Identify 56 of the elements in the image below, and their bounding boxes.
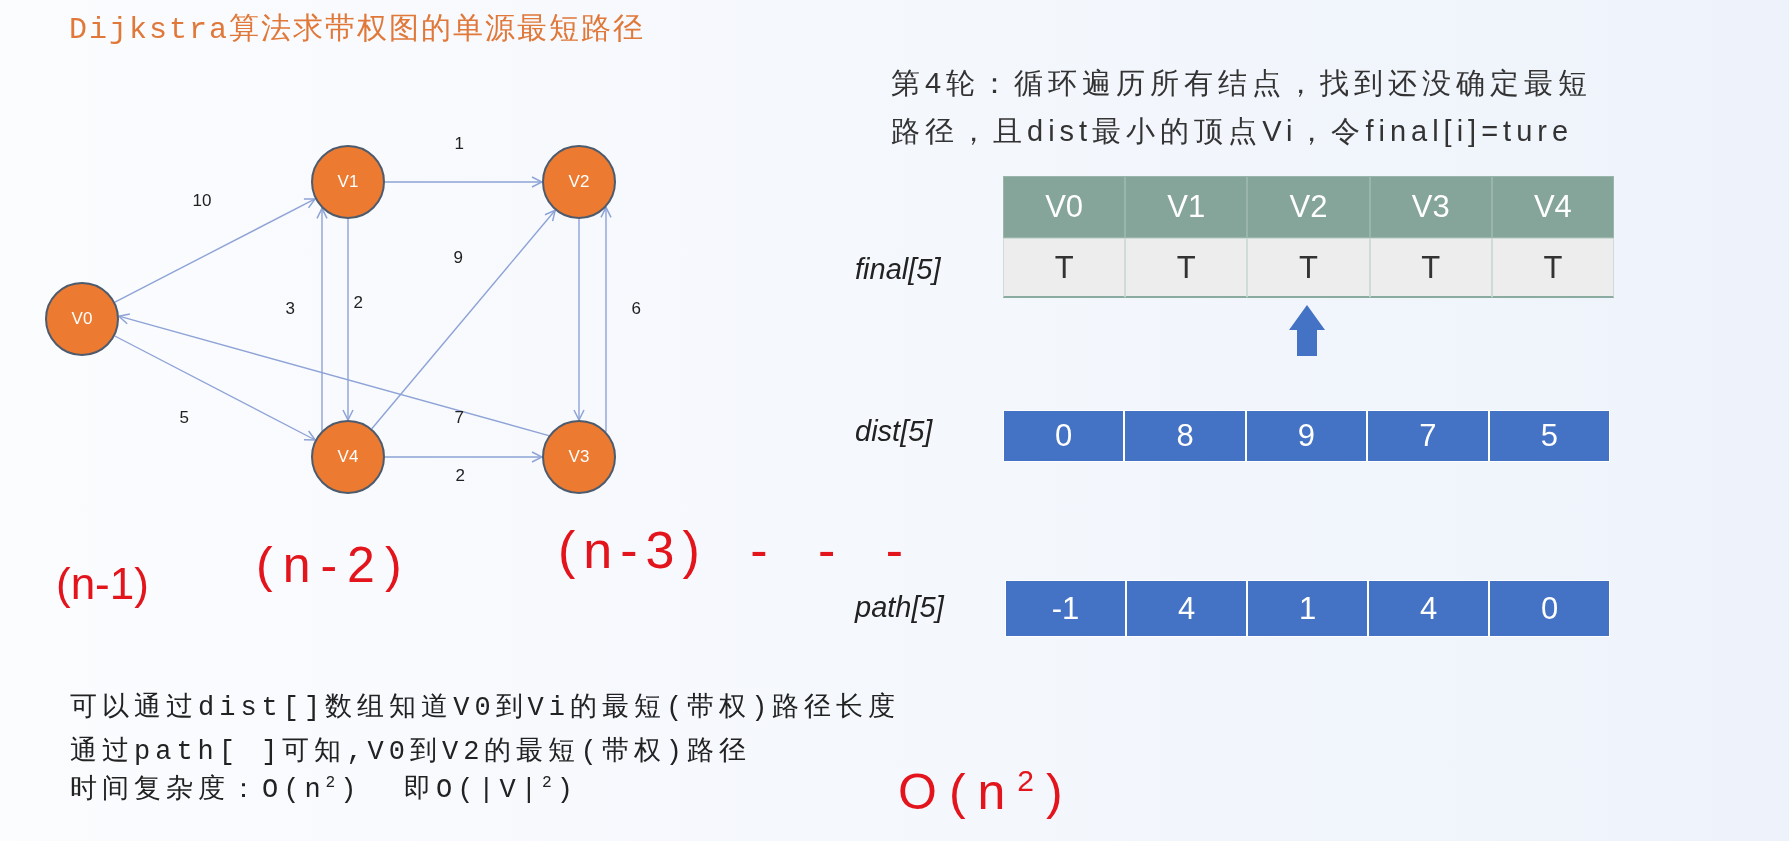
array-cell: 5 [1488,410,1610,462]
value-cell: T [1247,238,1370,298]
arrow [384,451,543,463]
edge-label: 3 [285,300,295,318]
value-cell: T [1369,238,1492,298]
array-cell: 1 [1247,580,1368,637]
array-cell: -1 [1005,580,1126,637]
arrow [384,176,543,188]
header-cell: V2 [1247,176,1370,238]
arrow [316,207,328,432]
array-cell: 0 [1489,580,1610,637]
edge-label: 2 [455,467,465,485]
vertex-circle: V0 [45,282,119,356]
title: Dijkstra算法求带权图的单源最短路径 [69,12,646,48]
instruction-text: 第4轮：循环遍历所有结点，找到还没确定最短路径，且dist最小的顶点Vi，令final[i]=ture [891,66,1594,149]
note-text: 可以通过dist[]数组知道V0到Vi的最短(带权)路径长度 [70,691,901,725]
header-cell: V3 [1369,176,1492,238]
array-cell: 4 [1126,580,1247,637]
edge-label: 6 [631,300,641,318]
array-cell: 8 [1124,410,1246,462]
arrow [114,335,316,441]
header-cell: V0 [1003,176,1126,238]
vertex-circle: V2 [542,145,616,219]
row-label: path[5] [855,590,944,624]
note-text: 通过path[ ]可知,V0到V2的最短(带权)路径 [70,735,751,769]
edge-label: 9 [453,249,463,267]
edge-label: 2 [353,294,363,312]
header-cell: V4 [1491,176,1614,238]
edge-label: 5 [179,409,189,427]
row-label: dist[5] [855,414,933,448]
arrow [342,218,354,421]
arrow [114,198,316,303]
row-label: final[5] [855,252,941,286]
arrow [118,313,550,437]
array-cell: 7 [1367,410,1489,462]
vertex-circle: V3 [542,420,616,494]
note-text: 时间复杂度：O(n$^{2}$) 即O(|V|$^{2}$) [70,773,578,807]
handwritten-note: O(n$^{2}$) [898,765,1075,820]
vertex-circle: V1 [311,145,385,219]
header-cell: V1 [1125,176,1248,238]
arrow [371,209,556,430]
handwritten-note: (n-1) [56,560,149,609]
array-cell: 9 [1245,410,1368,462]
handwritten-note: (n-2) [256,538,412,593]
edge-label: 7 [454,409,464,427]
edge-label: 10 [192,192,212,210]
vertex-circle: V4 [311,420,385,494]
value-cell: T [1125,238,1248,298]
handwritten-note: (n-3) - - - [558,522,912,580]
arrow [573,218,585,421]
array-cell: 0 [1003,410,1125,462]
arrow [600,206,612,433]
array-cell: 4 [1368,580,1489,637]
edge-label: 1 [454,135,464,153]
value-cell: T [1003,238,1126,298]
value-cell: T [1491,238,1614,298]
